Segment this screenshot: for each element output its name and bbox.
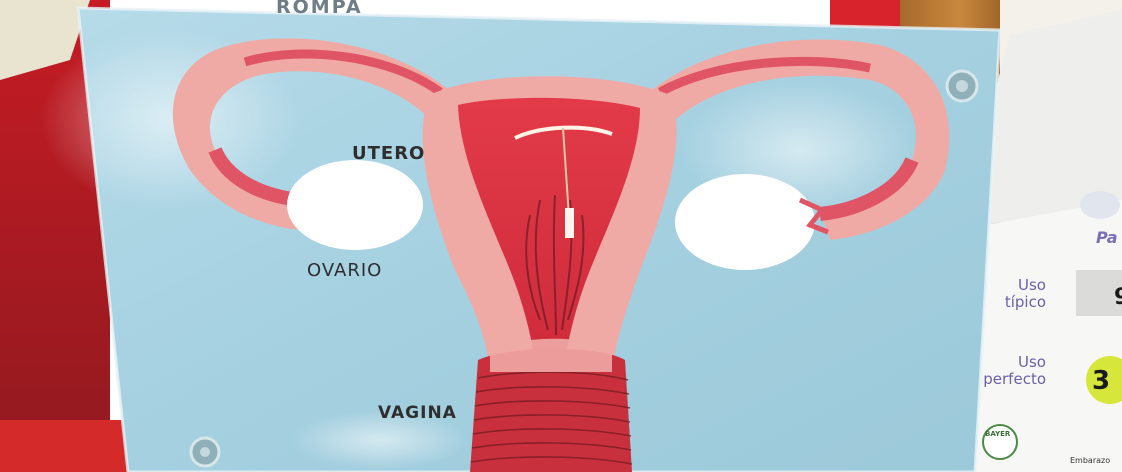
typical-use-value: 9 bbox=[1114, 285, 1122, 310]
perfect-use-value: 3 bbox=[1092, 366, 1110, 396]
info-box-partial-heading: Pa bbox=[1096, 228, 1118, 247]
left-ovary bbox=[287, 160, 423, 250]
bayer-logo: BAYER bbox=[985, 430, 1010, 438]
label-utero: UTERO bbox=[352, 143, 425, 164]
footer-partial-text: Embarazo bbox=[1070, 456, 1110, 465]
label-vagina: VAGINA bbox=[378, 403, 457, 423]
typical-use-label: Usotípico bbox=[968, 277, 1046, 311]
label-trompa: ROMPA bbox=[276, 0, 363, 18]
right-ovary bbox=[675, 174, 815, 270]
label-ovario: OVARIO bbox=[307, 260, 382, 281]
perfect-use-label: Usoperfecto bbox=[958, 354, 1046, 388]
